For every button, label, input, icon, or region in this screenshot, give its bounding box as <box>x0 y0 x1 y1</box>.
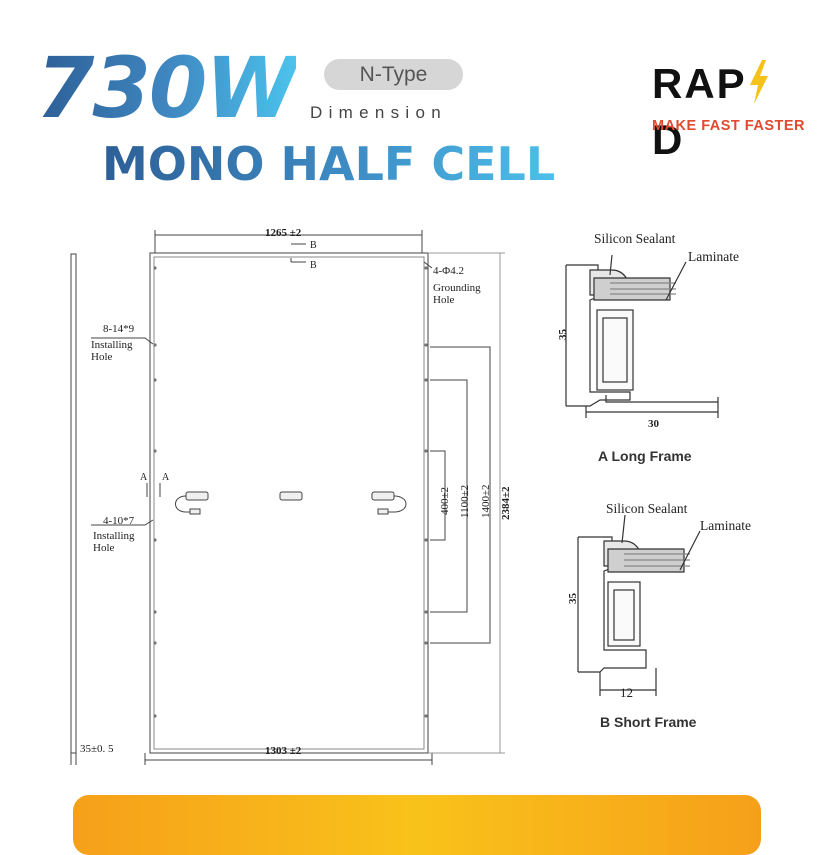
technical-drawing: 1265 ±2 1303 ±2 B B A A 4-Φ4.2 Grounding… <box>70 227 751 765</box>
long-frame-section <box>565 254 719 418</box>
installing-hole-2-qty: 4-10*7 <box>103 515 135 527</box>
long-frame-height: 35 <box>557 329 569 341</box>
section-b-bottom: B <box>310 260 317 271</box>
brand-name: RAP D <box>652 56 802 168</box>
brand-name-suffix: D <box>652 116 685 163</box>
installing-hole-1-line3: Hole <box>91 351 113 363</box>
long-frame-laminate: Laminate <box>688 249 739 264</box>
dimension-subtitle: Dimension <box>310 103 448 122</box>
installing-hole-1-qty: 8-14*9 <box>103 323 135 335</box>
junction-box-center <box>279 491 303 501</box>
width-top-label: 1265 ±2 <box>265 227 302 239</box>
short-frame-section <box>577 514 701 696</box>
grounding-hole-line2: Grounding <box>433 282 481 294</box>
grounding-hole-line3: Hole <box>433 294 455 306</box>
junction-box-right <box>371 491 407 515</box>
dim-1100-label: 1100±2 <box>459 485 471 518</box>
dim-2384-label: 2384±2 <box>500 486 512 520</box>
short-frame-caption: B Short Frame <box>600 714 697 730</box>
short-frame-height: 35 <box>567 593 579 605</box>
long-frame-width: 30 <box>648 418 660 430</box>
product-title: MONO HALF CELL <box>102 137 556 191</box>
grounding-hole-qty: 4-Φ4.2 <box>433 265 464 277</box>
width-bottom-label: 1303 ±2 <box>265 745 302 757</box>
installing-hole-1-line2: Installing <box>91 339 133 351</box>
junction-box-left <box>175 491 209 515</box>
short-frame-width: 12 <box>620 685 633 700</box>
brand-logo: RAP D MAKE FAST FASTER <box>652 56 806 163</box>
short-frame-sealant: Silicon Sealant <box>606 501 688 516</box>
dim-400-label: 400±2 <box>439 487 451 515</box>
long-frame-sealant: Silicon Sealant <box>594 231 676 246</box>
bottom-banner <box>73 795 761 855</box>
panel-outline <box>149 252 429 754</box>
section-a-left: A <box>140 472 148 483</box>
type-badge: N-Type <box>324 59 463 90</box>
brand-slogan: MAKE FAST FASTER <box>652 118 806 134</box>
thickness-label: 35±0. 5 <box>80 743 114 755</box>
installing-hole-2-line3: Hole <box>93 542 115 554</box>
section-a-right: A <box>162 472 170 483</box>
panel-inner-outline <box>153 256 425 750</box>
installing-hole-2-line2: Installing <box>93 530 135 542</box>
lightning-bolt-icon <box>749 60 768 104</box>
power-rating-title: 730W <box>36 39 298 137</box>
long-frame-caption: A Long Frame <box>598 448 692 464</box>
side-profile <box>70 253 77 754</box>
dim-1400-label: 1400±2 <box>480 484 492 518</box>
section-b-top: B <box>310 240 317 251</box>
brand-name-prefix: RAP <box>652 60 747 107</box>
short-frame-laminate: Laminate <box>700 518 751 533</box>
